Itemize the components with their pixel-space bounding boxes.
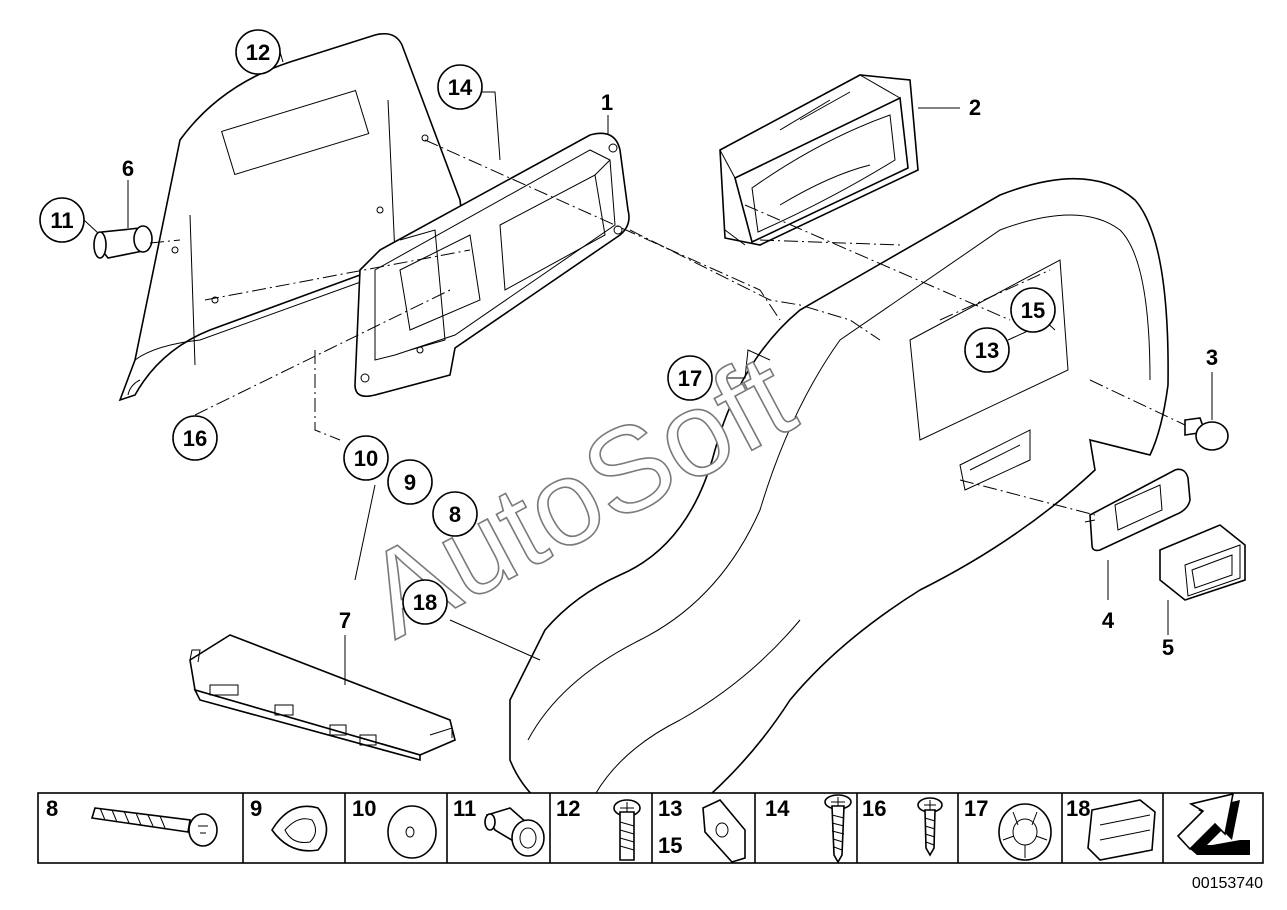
diagram-part-number: 00153740 [1192,875,1263,892]
svg-text:9: 9 [250,796,262,821]
svg-text:11: 11 [50,208,73,233]
svg-text:11: 11 [453,796,476,821]
callout-5: 5 [1162,635,1174,660]
svg-text:17: 17 [678,366,702,391]
callout-15: 15 [1010,287,1056,333]
part-6-sleeve [93,225,153,259]
callout-2: 2 [969,95,981,120]
svg-text:17: 17 [964,796,988,821]
svg-text:9: 9 [404,470,416,495]
svg-text:13: 13 [658,796,682,821]
callout-7: 7 [339,608,351,633]
part-4-bezel [1084,468,1191,552]
svg-text:6: 6 [122,156,134,181]
svg-text:15: 15 [658,833,682,858]
part-3-clip [1184,417,1229,451]
callout-14: 14 [437,64,483,110]
svg-text:18: 18 [1066,796,1090,821]
svg-text:18: 18 [413,590,437,615]
callout-6: 6 [122,156,134,181]
callout-9: 9 [387,459,433,505]
svg-text:8: 8 [46,796,58,821]
svg-text:13: 13 [975,338,999,363]
svg-text:8: 8 [449,502,461,527]
svg-text:15: 15 [1021,298,1045,323]
legend-item-9: 9 [250,796,328,852]
part-1-bracket [354,132,630,398]
svg-text:16: 16 [183,426,207,451]
legend-item-12: 12 [556,796,641,861]
callout-4: 4 [1102,608,1115,633]
callout-17: 17 [667,355,713,401]
svg-text:16: 16 [862,796,886,821]
callout-13: 13 [964,327,1010,373]
svg-text:4: 4 [1102,608,1115,633]
legend-item-11: 11 [453,796,545,857]
svg-text:2: 2 [969,95,981,120]
callout-3: 3 [1206,345,1218,370]
callout-8: 8 [432,491,478,537]
part-5-switch [1159,524,1246,601]
callout-18: 18 [402,579,448,625]
svg-text:7: 7 [339,608,351,633]
legend-item-17: 17 [964,796,1052,861]
legend-item-14: 14 [765,794,852,864]
svg-text:14: 14 [765,796,790,821]
legend-item-10: 10 [352,796,437,859]
part-2-monitor [719,74,919,246]
legend-item-16: 16 [862,796,943,857]
callout-10: 10 [343,435,389,481]
svg-text:14: 14 [448,75,473,100]
callout-11: 11 [39,197,85,243]
svg-text:12: 12 [556,796,580,821]
svg-text:3: 3 [1206,345,1218,370]
callout-16: 16 [172,415,218,461]
legend-item-8: 8 [46,796,218,847]
callout-12: 12 [235,29,281,75]
svg-text:1: 1 [601,90,613,115]
svg-text:10: 10 [352,796,376,821]
legend-item-18: 18 [1066,796,1156,861]
svg-text:12: 12 [246,40,270,65]
leader-lines [83,51,1213,685]
svg-text:10: 10 [354,446,378,471]
svg-text:5: 5 [1162,635,1174,660]
legend-item-13-15: 13 15 [658,796,746,863]
legend-strip: 8 9 10 11 12 [37,792,1264,864]
callout-1: 1 [601,90,613,115]
part-7-module [189,634,456,762]
orientation-arrow-icon [1176,792,1250,855]
